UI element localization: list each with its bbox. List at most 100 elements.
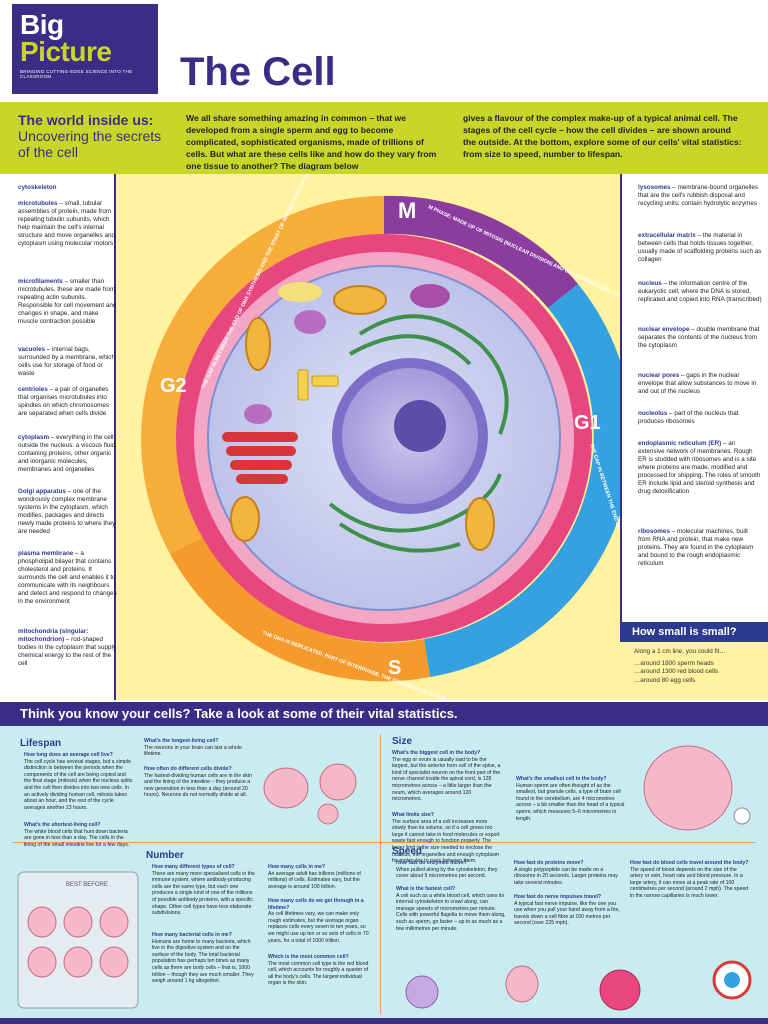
annotation-lysosomes: lysosomes – membrane-bound organelles th… <box>638 184 759 207</box>
mitochondrion <box>230 496 260 542</box>
size-q2: What limits size?The surface area of a c… <box>392 812 500 865</box>
size-q3: What's the smallest cell in the body?Hum… <box>516 776 625 822</box>
size-q1: What's the biggest cell in the body?The … <box>392 750 501 803</box>
logo-picture: Picture <box>20 36 112 67</box>
g1-phase-arc <box>424 284 633 677</box>
number-q4: How many cells do we get through in a li… <box>268 898 369 944</box>
speed-q2: What is the fastest cell?A cell such as … <box>396 886 506 932</box>
annotation-cytoskeleton: cytoskeleton <box>18 184 57 191</box>
lysosome <box>294 310 326 334</box>
mitochondrion <box>245 317 271 371</box>
stats-panel: Lifespan How long does an average cell l… <box>0 726 768 1024</box>
cell-character <box>319 763 357 801</box>
egg-cell <box>99 946 129 978</box>
m-phase-arc <box>384 195 578 308</box>
egg-cell <box>99 906 129 938</box>
egg-cell <box>63 946 93 978</box>
target-icon-inner <box>724 972 740 988</box>
speed-q1: How fast do enzymes move?When pulled alo… <box>396 860 498 880</box>
g2-phase-arc <box>141 196 384 554</box>
annotation-microtubules: microtubules – small, tubular assemblies… <box>18 200 115 247</box>
nucleolus <box>394 400 446 452</box>
speed-q5: How fast do blood cells travel around th… <box>630 860 749 899</box>
number-q3: How many cells in me?An average adult ha… <box>268 864 361 890</box>
page-title: The Cell <box>180 50 336 94</box>
egg-cell <box>27 946 57 978</box>
speed-q4: How fast do nerve impulses travel?A typi… <box>514 894 620 927</box>
annotation-ribosomes: ribosomes – molecular machines, built fr… <box>638 528 754 567</box>
intro-text-col2: gives a flavour of the complex make-up o… <box>463 113 742 159</box>
annotation-microfilaments: microfilaments – smaller than microtubul… <box>18 278 117 325</box>
number-q5: Which is the most common cell?The most c… <box>268 954 369 987</box>
how-small-item: …around 1300 red blood cells <box>634 668 719 675</box>
size-cell-illustration <box>643 745 751 831</box>
number-title: Number <box>146 850 184 861</box>
big-cell-character <box>643 745 733 831</box>
logo-big: Big <box>20 9 64 40</box>
annotation-vacuoles: vacuoles – internal bags, surrounded by … <box>18 346 115 377</box>
footer-bar <box>0 1018 768 1024</box>
golgi-apparatus <box>222 432 298 484</box>
stats-divider-vertical <box>380 734 381 1014</box>
intro-heading-b: Uncovering the secrets of the cell <box>18 128 162 160</box>
intro-band <box>0 104 768 174</box>
header-divider <box>0 102 768 104</box>
egg-box-illustration: BEST BEFORE <box>17 871 139 1009</box>
intro-heading-a: The world inside us: <box>18 112 154 128</box>
annotation-nucleolus: nucleolus – part of the nucleus that pro… <box>638 410 739 425</box>
annotation-mitochondria: mitochondria (singular: mitochondrion) –… <box>18 628 117 667</box>
s-phase-arc <box>170 536 430 682</box>
annotation-nucleus: nucleus – the information centre of the … <box>638 280 762 303</box>
cell-diagram: M G1 S G2 M PHASE: MADE UP OF MITOSIS (N… <box>141 174 677 700</box>
number-q1: How many different types of cell?There a… <box>152 864 255 917</box>
egg-cell <box>63 906 93 938</box>
cell-character <box>317 803 339 825</box>
how-small-item: …around 80 egg cells <box>634 676 696 684</box>
small-cell-character <box>733 807 751 825</box>
speed-title: Speed <box>392 846 423 857</box>
size-title: Size <box>392 736 413 747</box>
red-blood-cell-character <box>599 969 641 1011</box>
annotation-extracellular-matrix: extracellular matrix – the material in b… <box>638 232 762 263</box>
annotation-endoplasmic-reticulum: endoplasmic reticulum (ER) – an extensiv… <box>638 440 761 495</box>
lifespan-title: Lifespan <box>20 738 62 749</box>
lifespan-cells-illustration <box>263 763 357 825</box>
lysosome <box>410 284 450 308</box>
stats-divider-horizontal <box>12 842 756 843</box>
g1-phase-label: G1 <box>574 412 601 434</box>
g2-phase-label: G2 <box>160 375 187 397</box>
how-small-body: Along a 1 cm line, you could fit… …aroun… <box>620 642 768 685</box>
endoplasmic-reticulum <box>328 314 509 553</box>
annotation-nuclear-pores: nuclear pores – gaps in the nuclear enve… <box>638 372 757 395</box>
lifespan-q3: What's the longest-living cell?The neuro… <box>144 738 242 758</box>
right-annotations: lysosomes – membrane-bound organelles th… <box>620 174 768 622</box>
intro-heading: The world inside us: Uncovering the secr… <box>18 112 168 160</box>
centrioles <box>297 369 339 401</box>
logo: Big Picture BRINGING CUTTING-EDGE SCIENC… <box>12 4 158 94</box>
stats-heading: Think you know your cells? Take a look a… <box>0 702 768 726</box>
number-q2: How many bacterial cells in me?Humans ar… <box>152 932 254 985</box>
speed-cells-illustration <box>405 960 752 1011</box>
how-small-item: …around 1800 sperm heads <box>634 659 714 667</box>
vacuole <box>244 404 272 424</box>
neuron-character <box>405 975 439 1009</box>
lifespan-q1: How long does an average cell live?The c… <box>24 752 133 811</box>
cell-character <box>263 767 309 809</box>
mitochondrion <box>333 285 387 315</box>
lifespan-q4: How often do different cells divide?The … <box>144 766 252 799</box>
vacuole <box>278 282 322 302</box>
mitochondrion <box>465 497 495 551</box>
m-phase-label: M <box>398 198 416 223</box>
annotation-cytoplasm: cytoplasm – everything in the cell outsi… <box>18 434 116 473</box>
egg-box-label: BEST BEFORE <box>66 882 108 888</box>
how-small-box: How small is small? Along a 1 cm line, y… <box>620 622 768 700</box>
lifespan-q2: What's the shortest-living cell?The whit… <box>24 822 130 848</box>
logo-tagline: BRINGING CUTTING-EDGE SCIENCE INTO THE C… <box>20 69 133 79</box>
how-small-intro: Along a 1 cm line, you could fit… <box>634 648 726 655</box>
speed-q3: How fast do proteins move?A single polyp… <box>514 860 618 886</box>
s-phase-label: S <box>388 657 401 679</box>
cell-cycle-ring <box>141 195 633 682</box>
annotation-centrioles: centrioles – a pair of organelles that o… <box>18 386 109 417</box>
annotation-nuclear-envelope: nuclear envelope – double membrane that … <box>638 326 760 349</box>
annotation-golgi: Golgi apparatus – one of the wondrously … <box>18 488 116 535</box>
